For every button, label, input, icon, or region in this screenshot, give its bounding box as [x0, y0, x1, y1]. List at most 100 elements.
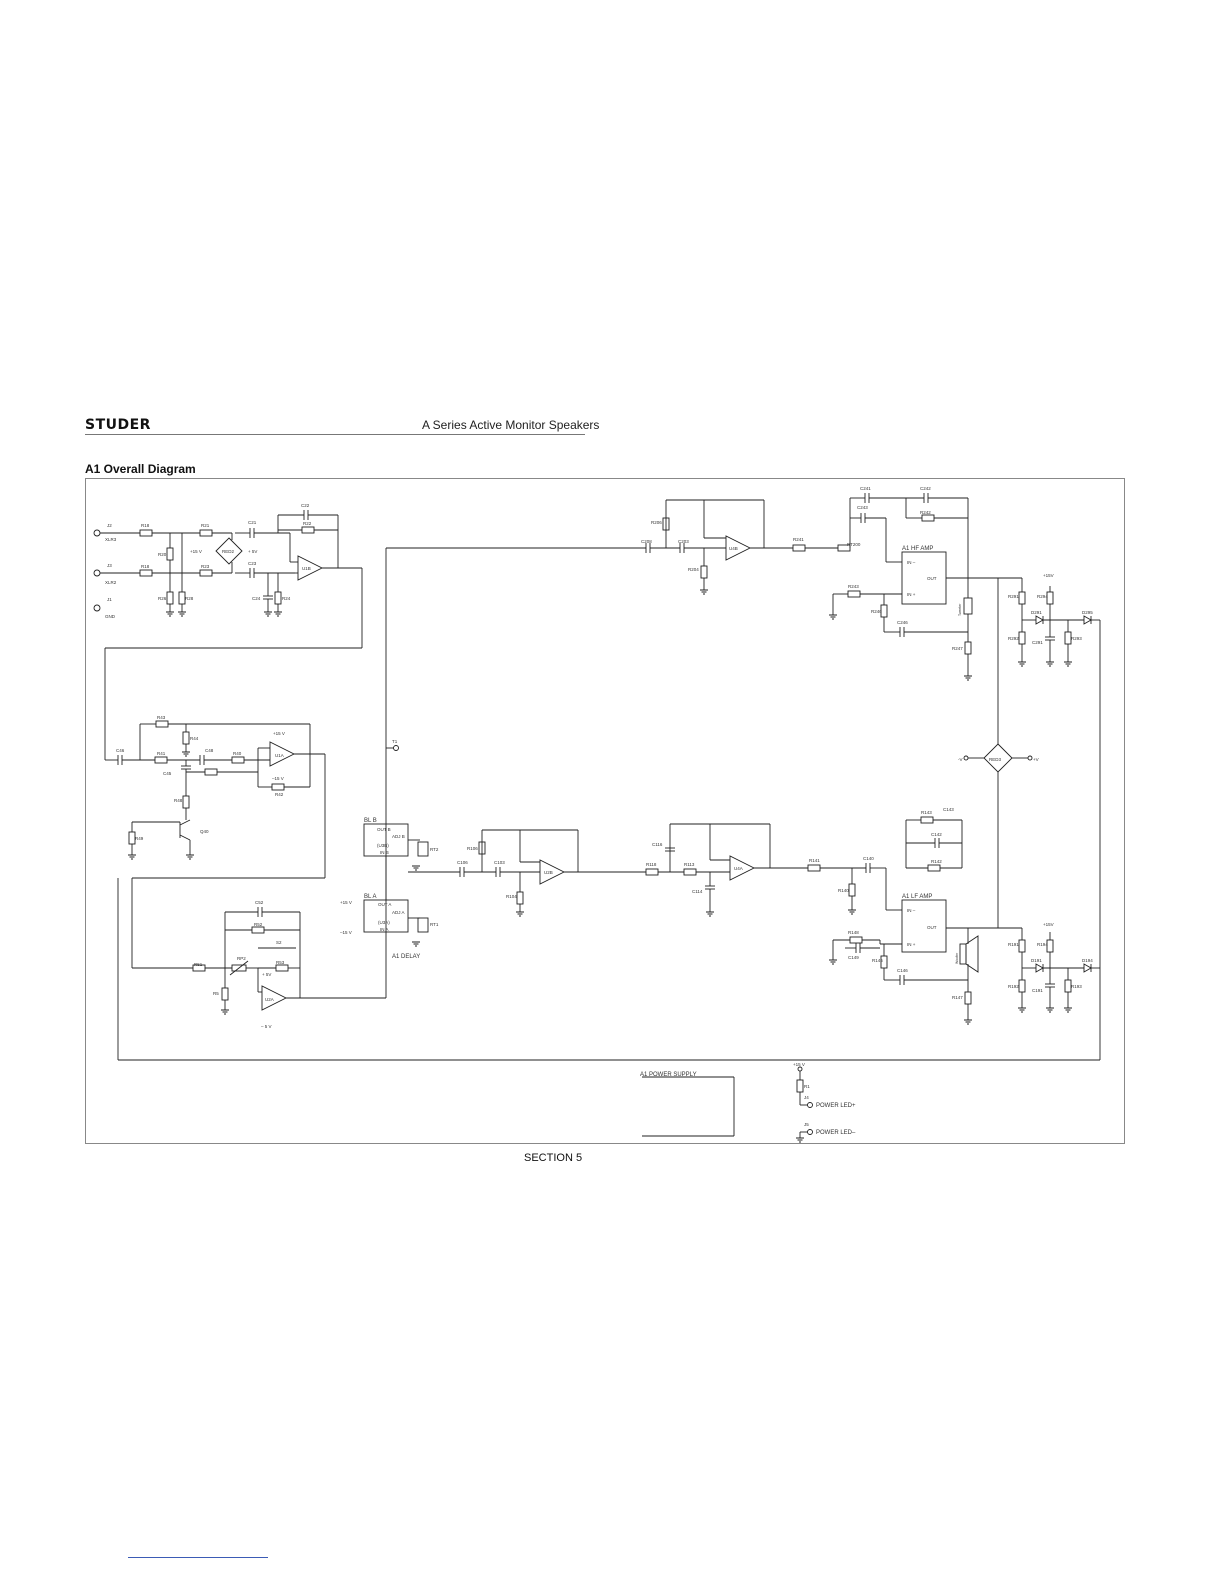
label-r141: R141	[809, 858, 820, 863]
resistor-r194	[1046, 939, 1054, 953]
label-r1: R1	[804, 1084, 810, 1089]
label-xlr2: XLR2	[105, 580, 117, 585]
resistor-r53	[275, 964, 289, 972]
resistor-r246	[880, 604, 888, 618]
label-u4a: U4A	[734, 866, 743, 871]
label-rail-p5: + 5V	[248, 549, 257, 554]
label-r293: R293	[1071, 636, 1082, 641]
opamp-u2a	[261, 985, 288, 1011]
label-in-b: IN B	[380, 850, 389, 855]
label-c146: C146	[897, 968, 908, 973]
resistor-r141	[807, 864, 821, 872]
label-u1a: U1A	[275, 753, 284, 758]
resistor-r26	[166, 591, 174, 605]
label-c149: C149	[848, 955, 859, 960]
label-lf-out: OUT	[927, 925, 937, 930]
label-u3b: (U3B)	[377, 843, 389, 848]
label-r18b: R18	[141, 564, 150, 569]
opamp-u4b	[725, 535, 752, 561]
resistor-r242	[921, 514, 935, 522]
label-r21: R21	[201, 523, 210, 528]
label-d291: D291	[1031, 610, 1042, 615]
label-r106: R106	[467, 846, 478, 851]
label-r194: R194	[1037, 942, 1048, 947]
label-red2: RED2	[222, 549, 235, 554]
label-bl-a: BL A	[364, 894, 376, 900]
label-j4: J4	[804, 1095, 809, 1100]
resistor-r292	[1018, 631, 1026, 645]
resistor-r48	[182, 795, 190, 809]
power-supply-block	[640, 1072, 736, 1138]
label-rail-p15-delay: +15 V	[340, 900, 352, 905]
lf-amp-block	[901, 899, 947, 953]
label-c208: C208	[641, 539, 652, 544]
label-r292: R292	[1008, 636, 1019, 641]
label-rail-p5-u2a: + 5V	[262, 972, 271, 977]
label-a1-hf-amp: A1 HF AMP	[902, 546, 933, 552]
label-r142: R142	[931, 859, 942, 864]
label-a1-power-supply: A1 POWER SUPPLY	[640, 1072, 697, 1078]
label-a1-lf-amp: A1 LF AMP	[902, 894, 932, 900]
label-c23: C23	[248, 561, 257, 566]
resistor-r113	[683, 868, 697, 876]
connector-j4	[807, 1102, 813, 1108]
diode-d295	[1083, 615, 1092, 625]
label-in-a: IN A	[380, 927, 389, 932]
label-rt2: RT2	[430, 847, 439, 852]
label-rail-p15-led: +15 V	[793, 1062, 805, 1067]
label-j3: J3	[107, 563, 112, 568]
label-d191: D191	[1031, 958, 1042, 963]
label-adj-b: ADJ B	[392, 834, 405, 839]
label-c140: C140	[863, 856, 874, 861]
resistor-r5	[221, 987, 229, 1001]
resistor-r18a	[139, 529, 153, 537]
label-r206: R206	[651, 520, 662, 525]
label-r104: R104	[506, 894, 517, 899]
label-j1: J1	[107, 597, 112, 602]
connector-j1	[93, 604, 101, 612]
label-r113: R113	[684, 862, 695, 867]
label-red3: RED3	[989, 757, 1002, 762]
label-c21: C21	[248, 520, 257, 525]
resistor-r43	[155, 720, 169, 728]
testpoint-t1	[393, 745, 399, 751]
label-u2b: U2B	[544, 870, 553, 875]
thermistor-rt1	[417, 917, 429, 933]
thermistor-rt2	[417, 841, 429, 857]
label-out-a: OUT A	[378, 902, 391, 907]
label-r247: R247	[952, 646, 963, 651]
resistor-r44	[182, 731, 190, 745]
label-r20: R20	[158, 552, 167, 557]
label-q40: Q40	[200, 829, 209, 834]
resistor-r206	[662, 517, 670, 531]
label-rail-m5: – 5 V	[261, 1024, 272, 1029]
label-c241: C241	[860, 486, 871, 491]
resistor-r241	[792, 544, 806, 552]
label-r51: R51	[194, 962, 203, 967]
label-u3a: (U3A)	[378, 920, 390, 925]
label-c116: C116	[652, 842, 663, 847]
header-rule	[85, 434, 585, 435]
label-power-led-pos: POWER LED+	[816, 1103, 856, 1109]
label-d295: D295	[1082, 610, 1093, 615]
resistor-r42	[271, 783, 285, 791]
label-c45: C45	[163, 771, 172, 776]
resistor-r294	[1046, 591, 1054, 605]
label-j2: J2	[107, 523, 112, 528]
label-c243: C243	[857, 505, 868, 510]
label-s2: S2	[276, 940, 282, 945]
label-r43: R43	[157, 715, 166, 720]
label-r48: R48	[174, 798, 183, 803]
resistor-r22	[301, 526, 315, 534]
rail-plus-v	[1027, 755, 1033, 761]
label-r24: R24	[282, 596, 291, 601]
resistor-r23	[199, 569, 213, 577]
label-minus-v: -V	[958, 757, 963, 762]
resistor-r20	[166, 547, 174, 561]
label-r294: R294	[1037, 594, 1048, 599]
resistor-r191	[1018, 939, 1026, 953]
label-bl-b: BL B	[364, 818, 377, 824]
diode-d191	[1035, 963, 1044, 973]
label-r28: R28	[185, 596, 194, 601]
label-r49: R49	[135, 836, 144, 841]
